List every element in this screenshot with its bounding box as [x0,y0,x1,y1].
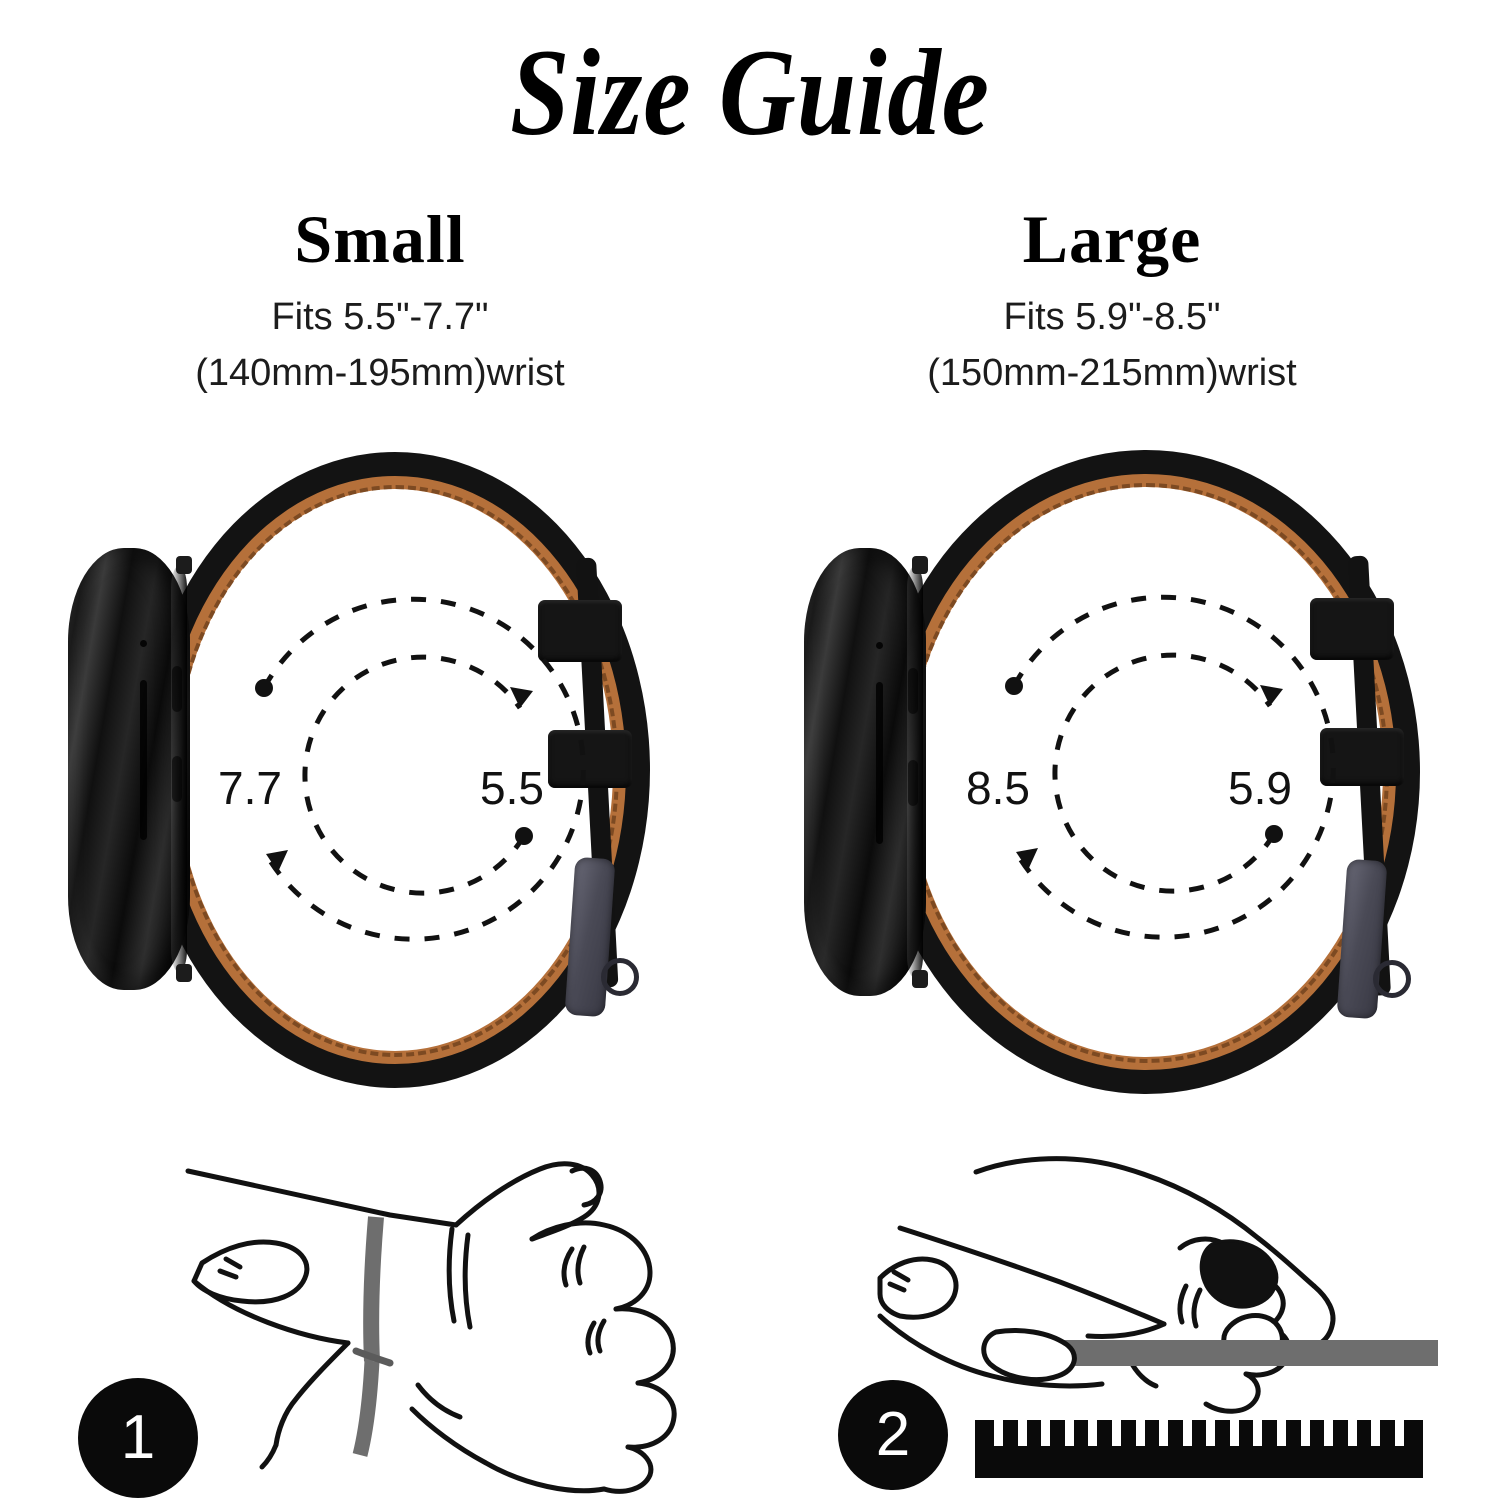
watch-microphone-icon [140,640,147,647]
watch-keeper-upper-small [538,600,622,662]
watch-illustration-small: 7.7 5.5 [60,440,680,1110]
size-name-large: Large [1022,201,1202,277]
step-2-badge: 2 [838,1380,948,1490]
ruler-tick [994,1420,1004,1446]
step-1-badge: 1 [78,1378,198,1498]
ruler-icon [975,1420,1423,1478]
ruler-tick [1394,1420,1404,1446]
size-name-small: Small [294,201,466,277]
dial-label-outer-small: 7.7 [218,762,282,814]
ruler-tick [1324,1420,1334,1446]
size-mm-small: (140mm-195mm)wrist [195,351,565,394]
watch-case-small [68,548,192,990]
dial-label-inner-large: 5.9 [1228,762,1292,814]
ruler-tick [1182,1420,1192,1446]
ruler-tick [1277,1420,1287,1446]
watch-lug-top [912,556,928,574]
size-mm-large: (150mm-215mm)wrist [927,351,1297,394]
watch-microphone-icon [876,642,883,649]
ruler-tick [1371,1420,1381,1446]
ruler-tick [1064,1420,1074,1446]
size-heading-small: Small Fits 5.5"-7.7" (140mm-195mm)wrist [80,205,680,401]
step-2-illustration [877,1156,1440,1458]
ruler-tick [1253,1420,1263,1446]
watch-lug-bottom [912,970,928,988]
ruler-tick [1041,1420,1051,1446]
measure-dial-large [952,558,1372,978]
ruler-tick [1159,1420,1169,1446]
watch-lug-bottom [176,964,192,982]
watch-buckle-pin-large [1373,960,1411,998]
measure-dial-small [202,560,622,980]
watch-case-large [804,548,928,996]
size-fits-large: Fits 5.9"-8.5" [1003,296,1221,338]
size-fits-small: Fits 5.5"-7.7" [271,296,489,338]
ruler-tick [1088,1420,1098,1446]
watch-keeper-upper-large [1310,598,1394,660]
watch-side-slot-upper [908,668,918,714]
ruler-tick [1229,1420,1239,1446]
ruler-tick [1017,1420,1027,1446]
ruler-tick [1135,1420,1145,1446]
step-1-illustration [180,1155,700,1500]
watch-buckle-pin-small [601,958,639,996]
watch-lug-top [176,556,192,574]
ruler-tick [1111,1420,1121,1446]
watch-side-slot-upper [172,666,182,712]
watch-illustration-large: 8.5 5.9 [800,440,1450,1110]
dial-label-inner-small: 5.5 [480,762,544,814]
watch-side-slot-lower [172,756,182,802]
watch-speaker-icon [876,682,883,844]
ruler-tick [1206,1420,1216,1446]
watch-side-slot-lower [908,760,918,806]
dial-label-outer-large: 8.5 [966,762,1030,814]
ruler-tick [1347,1420,1357,1446]
watch-keeper-lower-small [548,730,632,788]
size-heading-large: Large Fits 5.9"-8.5" (150mm-215mm)wrist [812,205,1412,401]
ruler-tick [1300,1420,1310,1446]
page-title: Size Guide [510,24,990,161]
watch-speaker-icon [140,680,147,840]
